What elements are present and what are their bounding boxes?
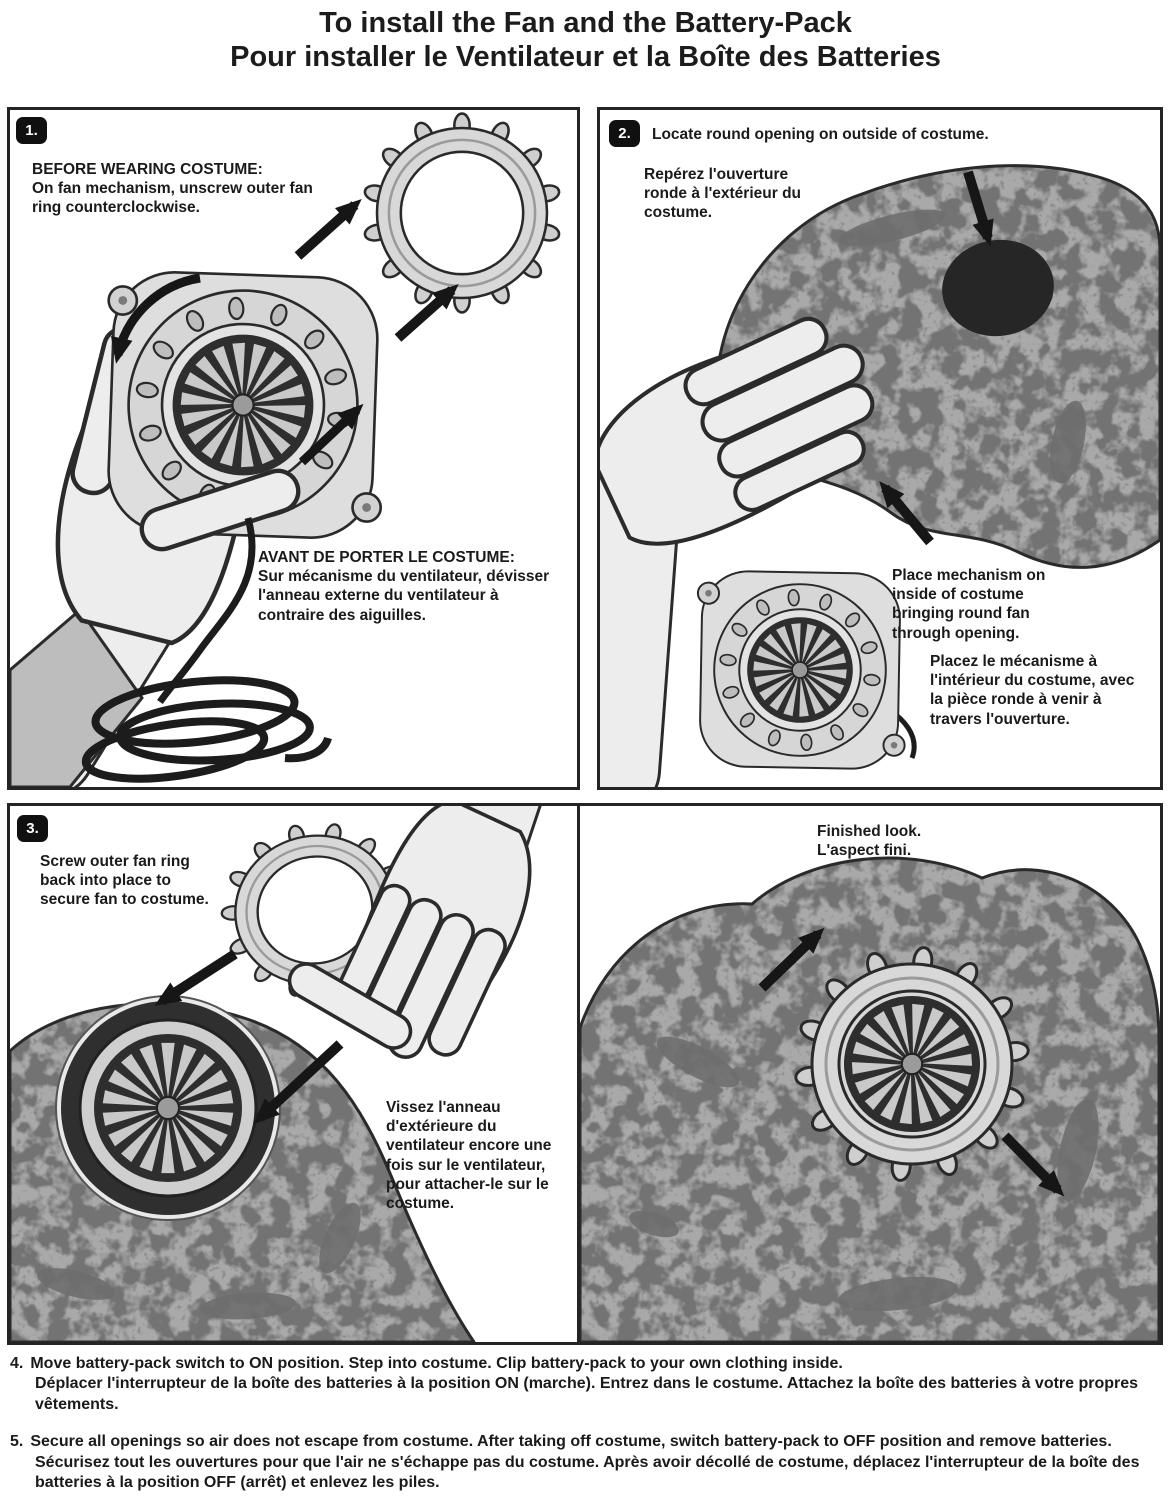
footer-step-5-text-en: Secure all openings so air does not esca…	[30, 1433, 1112, 1451]
footer-step-4-text-en: Move battery-pack switch to ON position.…	[30, 1355, 843, 1372]
footer-step-4-text-fr: Déplacer l'interrupteur de la boîte des …	[35, 1375, 1139, 1413]
step4-panel: Finished look. L'aspect fini.	[577, 803, 1163, 1345]
step3-illustration	[10, 806, 577, 1342]
direction-arrows	[758, 927, 1065, 1197]
step2-place-fr: Placez le mécanisme à l'intérieur du cos…	[930, 653, 1135, 728]
footer-steps: 4. Move battery-pack switch to ON positio…	[10, 1354, 1162, 1500]
footer-step-5-en: 5. Secure all openings so air does not es…	[10, 1432, 1162, 1452]
fan-secured-illustration	[784, 936, 1039, 1193]
page-title: To install the Fan and the Battery-Pack …	[0, 6, 1171, 74]
step4-illustration	[580, 856, 1160, 1342]
step1-illustration	[10, 110, 577, 787]
step2-panel: 2. Locate round opening on outside of co…	[597, 107, 1163, 790]
outer-fan-ring-illustration	[363, 114, 560, 313]
step4-caption-fr: L'aspect fini.	[817, 842, 912, 860]
footer-step-4-en: 4. Move battery-pack switch to ON positio…	[10, 1354, 1162, 1374]
footer-step-4: 4. Move battery-pack switch to ON positio…	[10, 1354, 1162, 1415]
step1-body-fr: Sur mécanisme du ventilateur, dévisser l…	[258, 568, 550, 624]
step3-text-fr: Vissez l'anneau d'extérieure du ventilat…	[386, 1099, 552, 1213]
step3-number-badge: 3.	[17, 815, 48, 842]
step1-panel: 1. BEFORE WEARING COSTUME: On fan mechan…	[7, 107, 580, 790]
step4-caption: Finished look. L'aspect fini.	[817, 822, 1017, 860]
footer-step-5: 5. Secure all openings so air does not es…	[10, 1432, 1162, 1493]
fan-mechanism-illustration	[682, 553, 917, 786]
step3-panel: 3. Screw outer fan ring back into place …	[7, 803, 580, 1345]
step2-locate-fr: Repérez l'ouverture ronde à l'extérieur …	[644, 166, 802, 222]
page-title-fr: Pour installer le Ventilateur et la Boît…	[230, 41, 941, 74]
footer-step-4-number: 4.	[10, 1355, 24, 1372]
step1-number-badge: 1.	[16, 117, 47, 144]
step1-text-fr: AVANT DE PORTER LE COSTUME: Sur mécanism…	[258, 548, 558, 625]
counterclockwise-arrow	[110, 273, 201, 364]
direction-arrows	[110, 198, 459, 466]
step1-heading-fr: AVANT DE PORTER LE COSTUME:	[258, 549, 515, 566]
step2-illustration	[600, 164, 1160, 787]
direction-arrows	[154, 949, 344, 1125]
step1-heading-en: BEFORE WEARING COSTUME:	[32, 161, 263, 178]
step2-number-badge: 2.	[609, 120, 640, 147]
step2-place-en: Place mechanism on inside of costume bri…	[892, 567, 1046, 642]
step4-caption-en: Finished look.	[817, 823, 922, 840]
step3-text-en: Screw outer fan ring back into place to …	[40, 853, 209, 909]
hand-illustration	[281, 806, 555, 1079]
hand-illustration	[600, 301, 902, 787]
step2-locate-en: Locate round opening on outside of costu…	[652, 126, 989, 143]
footer-step-5-text-fr: Sécurisez tout les ouvertures pour que l…	[35, 1453, 1140, 1492]
step1-body-en: On fan mechanism, unscrew outer fan ring…	[32, 180, 313, 217]
fan-installed-illustration	[55, 995, 281, 1221]
step1-text-en: BEFORE WEARING COSTUME: On fan mechanism…	[32, 160, 317, 218]
page-title-en: To install the Fan and the Battery-Pack	[319, 7, 852, 39]
footer-step-5-number: 5.	[10, 1433, 24, 1451]
direction-arrows	[879, 170, 994, 546]
power-cord-coil-illustration	[81, 517, 332, 783]
round-opening-illustration	[942, 239, 1054, 337]
